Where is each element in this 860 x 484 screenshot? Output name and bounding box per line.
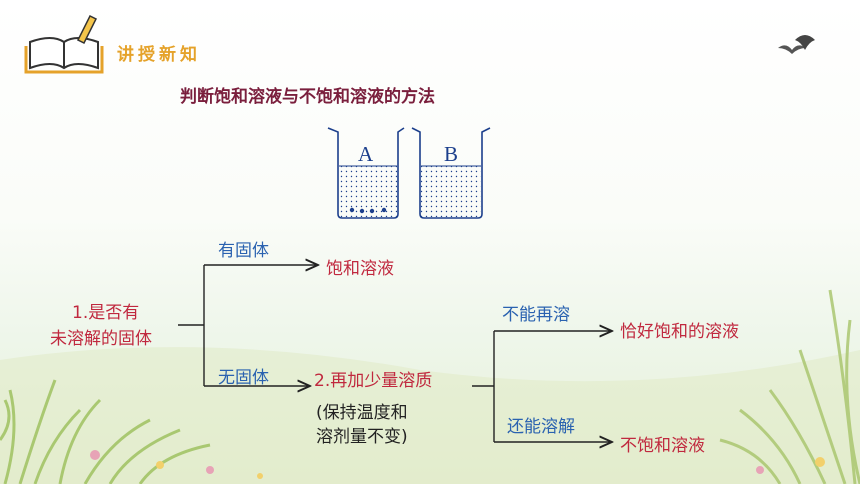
flowers-left-decoration [90,450,263,479]
bird-icon [778,45,806,54]
flowers-right-decoration [756,457,825,474]
result-just-saturated: 恰好饱和的溶液 [620,322,739,342]
page-title: 判断饱和溶液与不饱和溶液的方法 [180,87,435,107]
branch-solid-label: 有固体 [218,241,269,261]
root-question-line1: 1.是否有 [72,303,140,323]
note-line1: (保持温度和 [316,403,408,423]
branch-cannot-dissolve-label: 不能再溶 [502,305,570,325]
beaker-a-label: A [358,142,374,166]
root-question-line2: 未溶解的固体 [50,329,152,349]
action-add-solute: 2.再加少量溶质 [314,371,433,391]
beaker-b [411,127,491,219]
grass-left-decoration [0,379,211,484]
notebook-icon [24,14,104,74]
note-line2: 溶剂量不变) [316,427,408,447]
beaker-b-label: B [444,142,459,166]
beaker-a [327,127,405,219]
section-header: 讲授新知 [117,45,201,65]
grass-right-decoration [719,289,860,484]
branch-none-label: 无固体 [218,368,269,388]
background-hills [0,347,860,484]
result-saturated: 饱和溶液 [326,259,394,279]
bird-icon [795,35,815,50]
branch-can-dissolve-label: 还能溶解 [507,417,575,437]
flow-connectors [178,265,612,442]
result-unsaturated: 不饱和溶液 [620,436,705,456]
